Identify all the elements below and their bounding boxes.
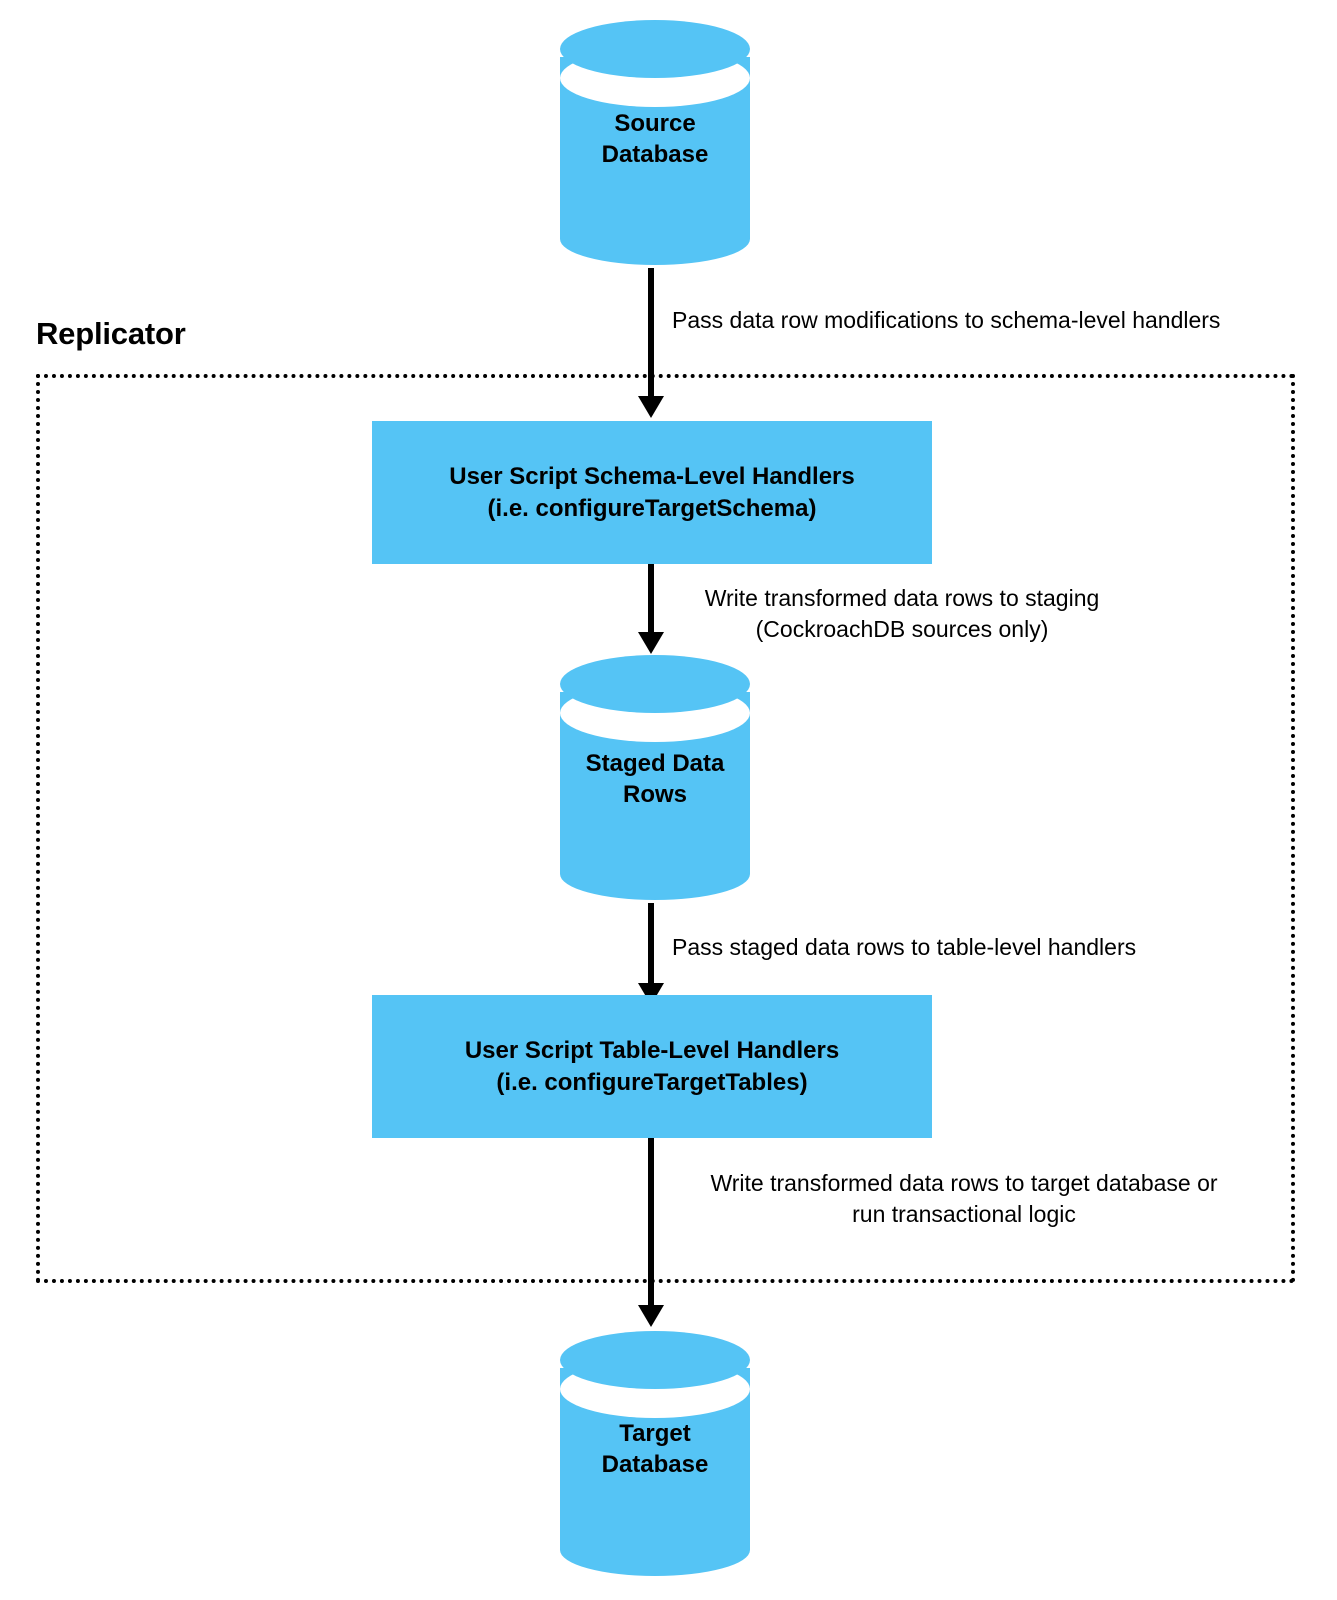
node-target-database: Target Database <box>560 1331 750 1576</box>
node-schema-level-handlers-label: User Script Schema-Level Handlers (i.e. … <box>449 462 855 522</box>
node-target-database-label: Target Database <box>601 1420 709 1478</box>
cylinder-top-ellipse <box>560 655 750 713</box>
edge-label-source-to-schema: Pass data row modifications to schema-le… <box>672 307 1221 333</box>
node-table-level-handlers: User Script Table-Level Handlers (i.e. c… <box>372 995 932 1138</box>
arrow-schema-to-staged-line <box>648 564 654 635</box>
replicator-boundary-label: Replicator <box>36 316 186 351</box>
arrow-schema-to-staged-head <box>638 632 664 654</box>
replicator-boundary-box <box>36 374 1295 1283</box>
arrow-table-to-target-head <box>638 1305 664 1327</box>
node-source-database: Source Database <box>560 20 750 265</box>
arrow-staged-to-table-line <box>648 903 654 985</box>
arrow-source-to-schema-line <box>648 268 654 398</box>
cylinder-top-ellipse <box>560 1331 750 1389</box>
node-schema-level-handlers: User Script Schema-Level Handlers (i.e. … <box>372 421 932 564</box>
node-table-level-handlers-label: User Script Table-Level Handlers (i.e. c… <box>464 1036 840 1096</box>
edge-label-staged-to-table: Pass staged data rows to table-level han… <box>672 934 1137 960</box>
node-source-database-label: Source Database <box>601 110 709 168</box>
edge-label-schema-to-staged: Write transformed data rows to staging (… <box>704 585 1100 643</box>
cylinder-top-ellipse <box>560 20 750 78</box>
arrow-source-to-schema-head <box>638 396 664 418</box>
arrow-table-to-target-line <box>648 1138 654 1308</box>
node-staged-data-rows-label: Staged Data Rows <box>585 750 725 808</box>
edge-label-table-to-target: Write transformed data rows to target da… <box>710 1170 1218 1228</box>
node-staged-data-rows: Staged Data Rows <box>560 655 750 900</box>
